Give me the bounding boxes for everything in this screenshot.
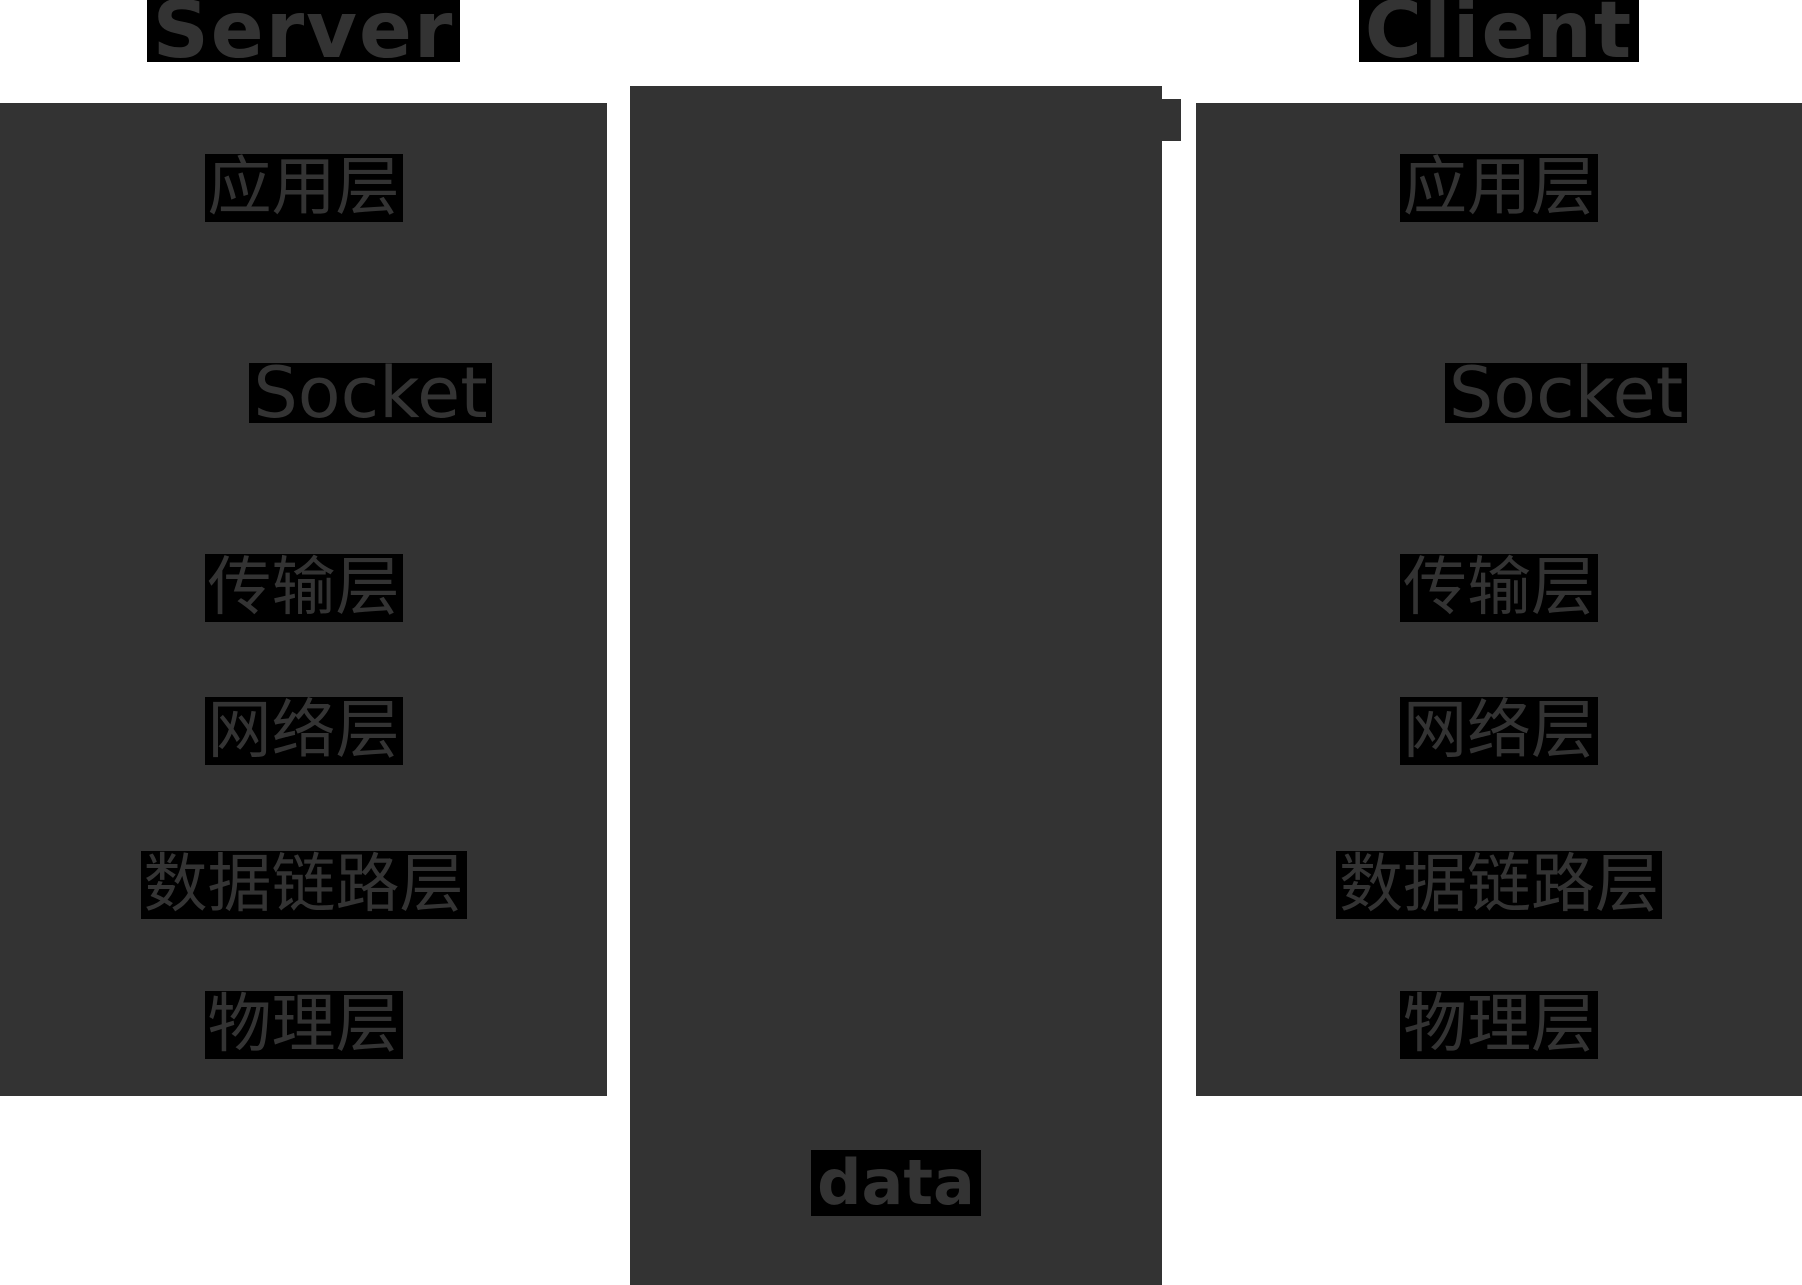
layer-label: 物理层 [204, 991, 403, 1059]
data-channel-box: data [630, 86, 1162, 1285]
server-stack-box: 应用层 Socket 传输层 网络层 数据链路层 物理层 [0, 103, 607, 1096]
client-stack-box: 应用层 Socket 传输层 网络层 数据链路层 物理层 [1196, 103, 1802, 1096]
client-layer-physical: 物理层 [1196, 991, 1802, 1059]
server-title: Server [146, 0, 461, 70]
data-channel-row: data [630, 1150, 1162, 1216]
server-layer-application: 应用层 [0, 154, 607, 222]
layer-label: 数据链路层 [1336, 851, 1662, 919]
server-layer-transport: 传输层 [0, 554, 607, 622]
layer-label: 传输层 [204, 554, 403, 622]
client-title-row: Client [1196, 0, 1802, 70]
client-layer-socket: Socket [1196, 358, 1802, 428]
layer-label: 物理层 [1400, 991, 1598, 1059]
notch-square [1162, 99, 1181, 141]
layer-label: 网络层 [1400, 697, 1598, 765]
layer-label: Socket [249, 358, 492, 428]
layer-label: 应用层 [1400, 154, 1598, 222]
server-title-row: Server [0, 0, 607, 70]
layer-label: 数据链路层 [140, 851, 467, 919]
layer-label: Socket [1444, 358, 1688, 428]
client-layer-network: 网络层 [1196, 697, 1802, 765]
client-title: Client [1358, 0, 1640, 70]
server-layer-network: 网络层 [0, 697, 607, 765]
layer-label: 传输层 [1400, 554, 1598, 622]
data-label: data [811, 1150, 981, 1216]
layer-label: 应用层 [204, 154, 403, 222]
server-layer-datalink: 数据链路层 [0, 851, 607, 919]
server-layer-socket: Socket [0, 358, 607, 428]
server-layer-physical: 物理层 [0, 991, 607, 1059]
layer-label: 网络层 [204, 697, 403, 765]
client-layer-application: 应用层 [1196, 154, 1802, 222]
client-layer-datalink: 数据链路层 [1196, 851, 1802, 919]
client-layer-transport: 传输层 [1196, 554, 1802, 622]
